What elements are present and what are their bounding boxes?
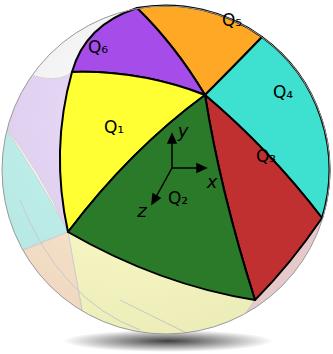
face-label: Q₅ (222, 10, 242, 30)
front-faces (60, 6, 329, 300)
face-label: Q₆ (88, 37, 108, 57)
axis-label: x (207, 171, 218, 192)
face-label: Q₂ (168, 188, 188, 208)
face-label: Q₃ (256, 146, 276, 166)
face-label: Q₄ (273, 82, 293, 102)
axis-label: z (137, 200, 146, 221)
face-label: Q₁ (104, 117, 124, 137)
axis-label: y (178, 120, 189, 141)
sphere-outline (2, 6, 330, 334)
